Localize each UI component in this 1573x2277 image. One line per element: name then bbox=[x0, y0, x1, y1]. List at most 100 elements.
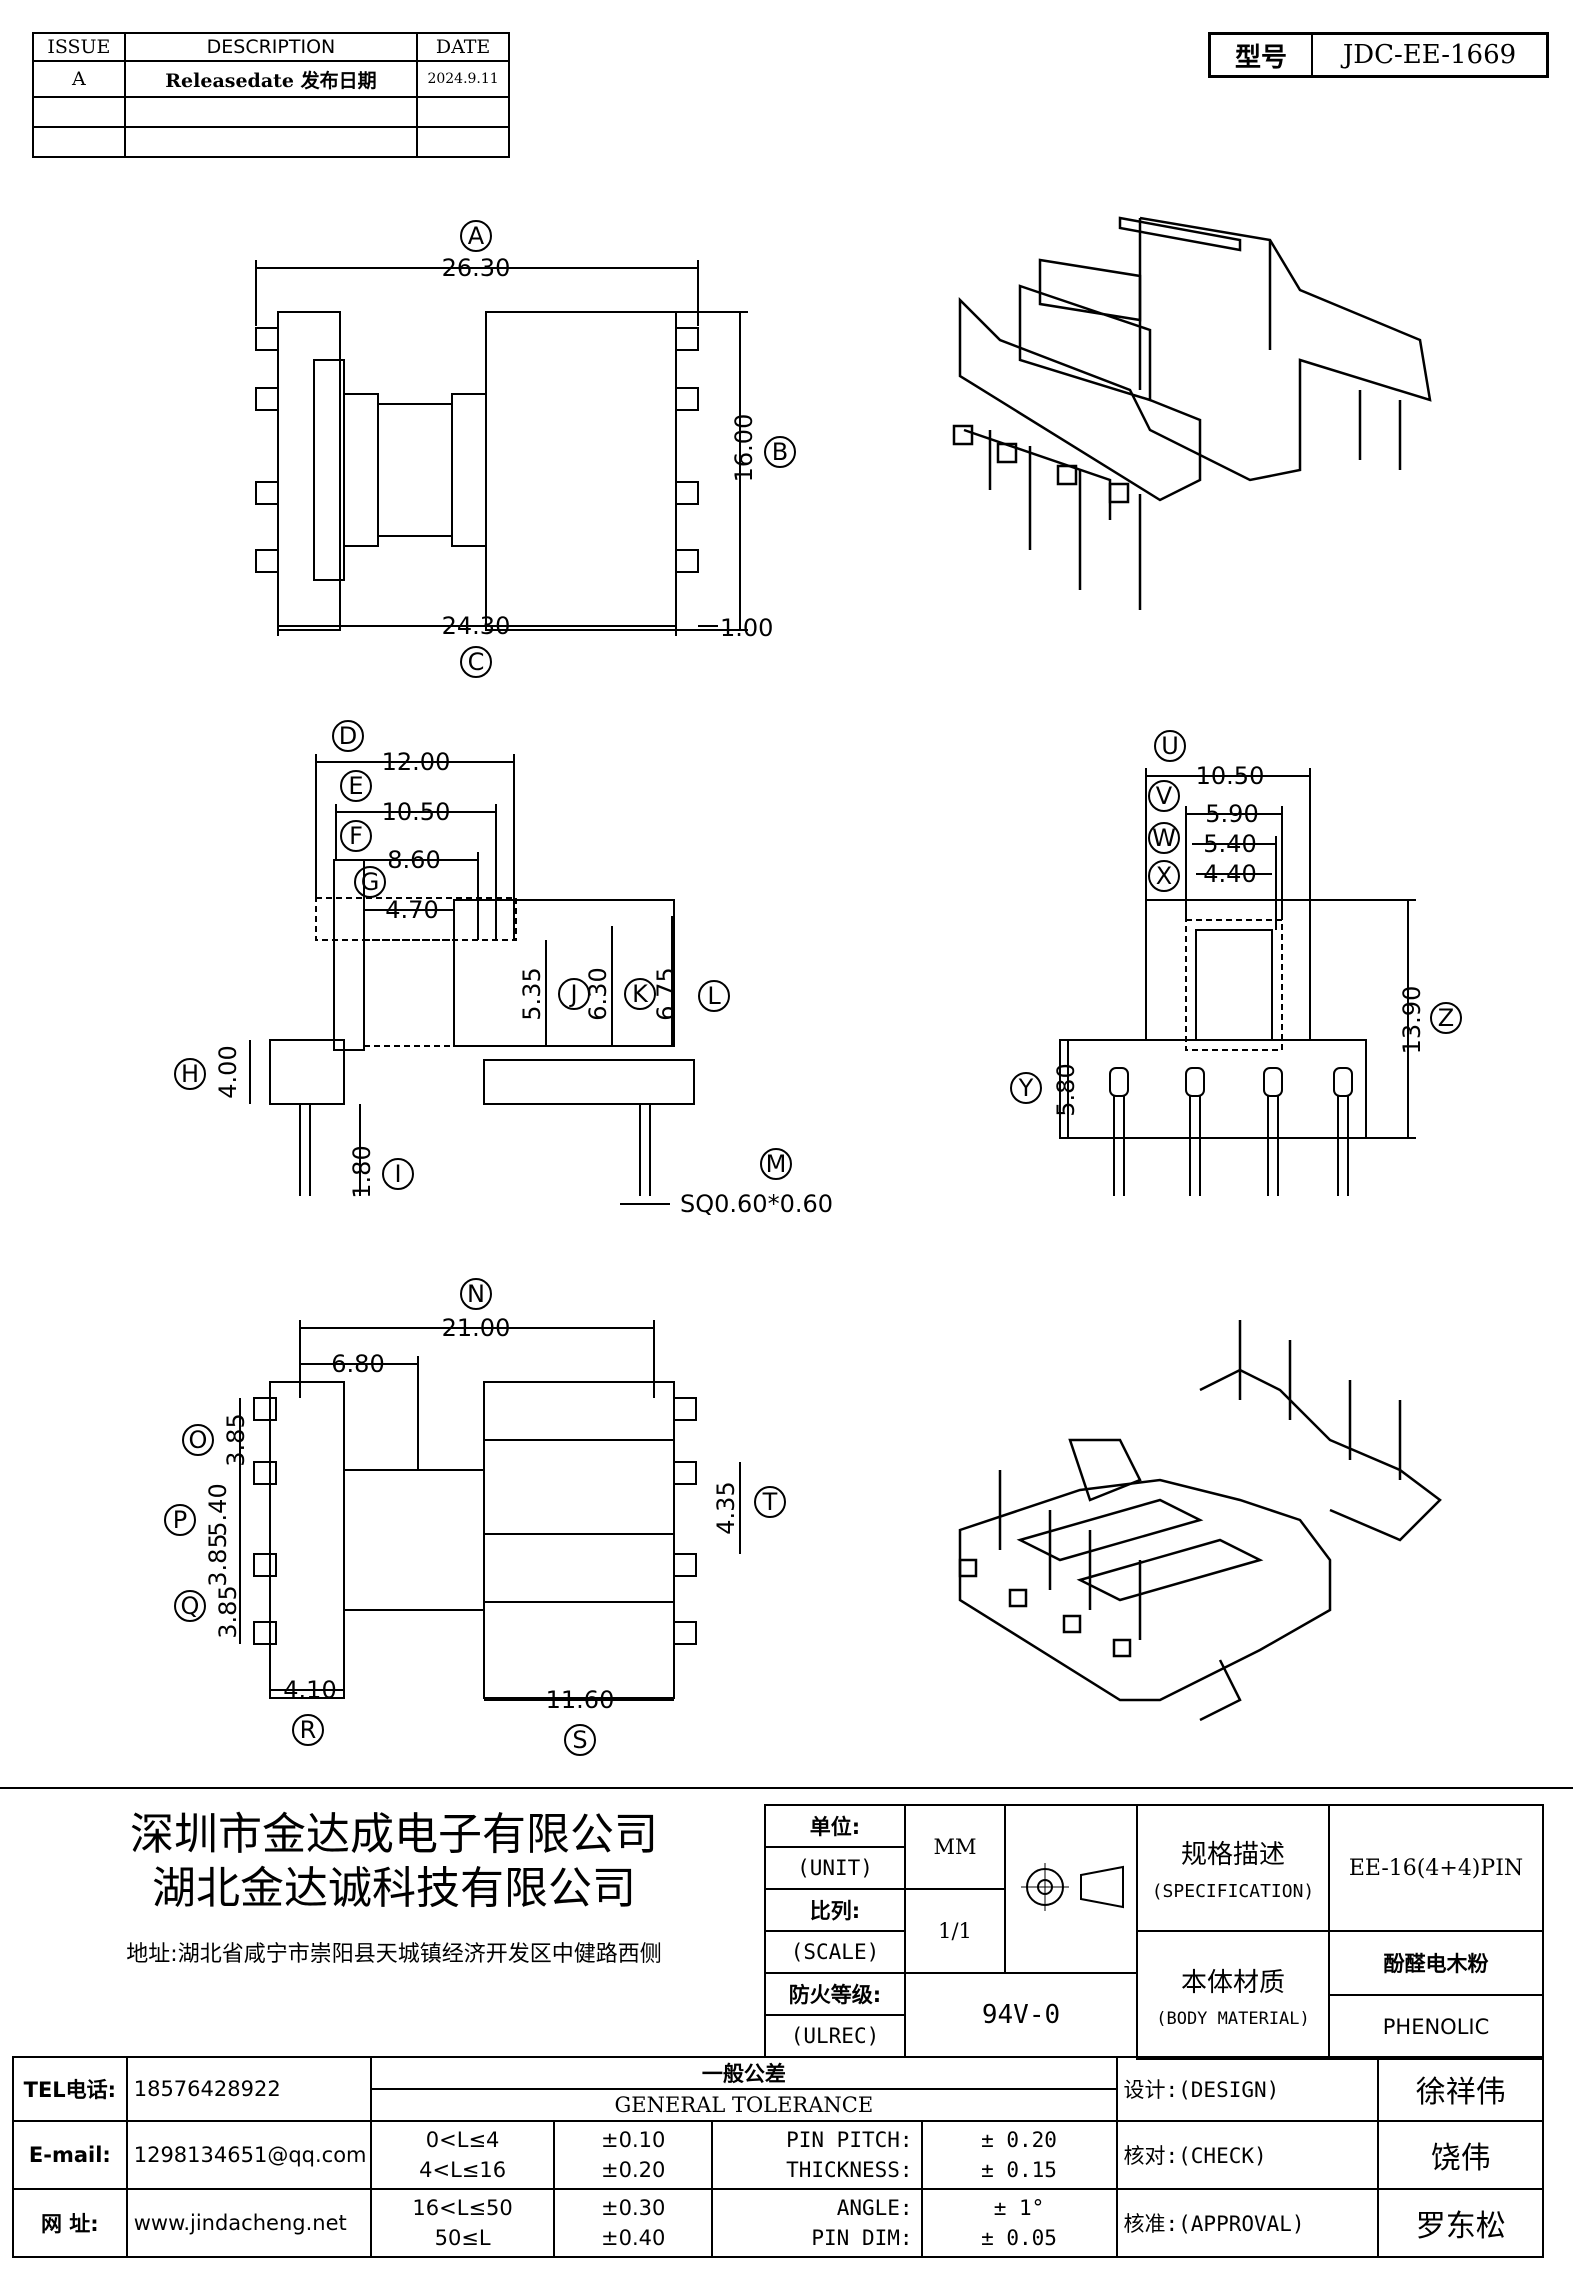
top-view bbox=[255, 260, 748, 636]
tolerance-cn: 一般公差 bbox=[372, 2058, 1116, 2090]
tol-item-3: ANGLE: bbox=[836, 2196, 913, 2220]
label-X: X bbox=[1156, 862, 1172, 890]
isometric-view-bottom bbox=[958, 1320, 1442, 1722]
label-D: D bbox=[339, 722, 357, 750]
spec-value: EE-16(4+4)PIN bbox=[1328, 1804, 1544, 1932]
label-S: S bbox=[572, 1726, 587, 1754]
rev-description: Releasedate 发布日期 bbox=[123, 60, 419, 98]
label-L: L bbox=[707, 982, 721, 1010]
fire-cn: 防火等级: bbox=[764, 1972, 906, 2016]
rev-date bbox=[416, 126, 510, 158]
fire-value: 94V-0 bbox=[904, 1972, 1138, 2058]
model-number: JDC-EE-1669 bbox=[1342, 40, 1517, 70]
spec-en: (SPECIFICATION) bbox=[1151, 1881, 1315, 1902]
front-pin-slots bbox=[1109, 1067, 1353, 1097]
label-K: K bbox=[632, 980, 649, 1008]
top-core-tube bbox=[377, 403, 453, 537]
dim-pin-1: 1.00 bbox=[720, 614, 773, 642]
material-value-cn: 酚醛电木粉 bbox=[1330, 1932, 1542, 1996]
first-angle-projection-icon bbox=[1021, 1862, 1124, 1911]
material-en: (BODY MATERIAL) bbox=[1156, 2008, 1310, 2029]
tol-item-value-2: ± 0.15 bbox=[981, 2158, 1057, 2182]
isometric-view-top bbox=[952, 216, 1432, 610]
tol-item-2: THICKNESS: bbox=[786, 2158, 913, 2182]
tel-value: 18576428922 bbox=[125, 2056, 373, 2122]
rev-issue: A bbox=[32, 60, 126, 98]
model-label: 型号 bbox=[1211, 35, 1313, 75]
rev-date: 2024.9.11 bbox=[416, 60, 510, 98]
front-view bbox=[1059, 768, 1416, 1196]
dim-N: 21.00 bbox=[442, 1314, 511, 1342]
dim-J: 5.35 bbox=[518, 967, 546, 1020]
bottom-view bbox=[239, 1320, 741, 1701]
rev-description bbox=[123, 126, 419, 158]
email-value: 1298134651@qq.com bbox=[125, 2120, 373, 2190]
dim-Z: 13.90 bbox=[1398, 986, 1426, 1055]
label-Z: Z bbox=[1438, 1004, 1454, 1032]
dim-P2: 3.85 bbox=[204, 1533, 232, 1586]
unit-value: MM bbox=[904, 1804, 1006, 1890]
label-I: I bbox=[394, 1160, 401, 1188]
check-name: 饶伟 bbox=[1377, 2120, 1544, 2190]
design-label: 设计:(DESIGN) bbox=[1115, 2056, 1380, 2122]
tol-value-2: ±0.20 bbox=[601, 2158, 666, 2182]
approval-label: 核准:(APPROVAL) bbox=[1115, 2188, 1380, 2258]
label-E: E bbox=[348, 772, 363, 800]
title-block-bottom: TEL电话: 18576428922 一般公差 GENERAL TOLERANC… bbox=[12, 2056, 1544, 2258]
rev-description bbox=[123, 96, 419, 128]
label-C: C bbox=[468, 648, 485, 676]
rev-header-date: DATE bbox=[416, 32, 510, 62]
rev-header-description: DESCRIPTION bbox=[123, 32, 419, 62]
projection-symbol bbox=[1004, 1804, 1138, 1974]
rev-date bbox=[416, 96, 510, 128]
dim-H: 4.00 bbox=[214, 1045, 242, 1098]
bottom-pins bbox=[253, 1397, 697, 1645]
dim-X: 4.40 bbox=[1203, 860, 1256, 888]
dim-D: 12.00 bbox=[382, 748, 451, 776]
label-J: J bbox=[568, 980, 577, 1008]
tol-range-1: 0<L≤4 bbox=[425, 2128, 500, 2152]
technical-drawing: A 26.30 B 16.00 24.30 C 1.00 D 12.00 E 1… bbox=[0, 216, 1573, 1789]
dim-W: 5.40 bbox=[1203, 830, 1256, 858]
tol-item-value-3: ± 1° bbox=[993, 2196, 1045, 2220]
dim-M: SQ0.60*0.60 bbox=[680, 1190, 833, 1218]
dim-O: 3.85 bbox=[222, 1413, 250, 1466]
label-W: W bbox=[1152, 824, 1176, 852]
label-T: T bbox=[762, 1488, 778, 1516]
material-value-en: PHENOLIC bbox=[1382, 2015, 1490, 2039]
company-name-2: 湖北金达诚科技有限公司 bbox=[152, 1863, 636, 1914]
top-right-flange bbox=[485, 311, 677, 631]
dim-K: 6.30 bbox=[584, 967, 612, 1020]
label-R: R bbox=[300, 1716, 317, 1744]
dim-S: 11.60 bbox=[546, 1686, 615, 1714]
company-block: 深圳市金达成电子有限公司 湖北金达诚科技有限公司 地址:湖北省咸宁市崇阳县天城镇… bbox=[34, 1808, 754, 2026]
tol-value-1: ±0.10 bbox=[601, 2128, 666, 2152]
dim-P: 5.40 bbox=[204, 1483, 232, 1536]
tol-item-value-4: ± 0.05 bbox=[981, 2226, 1057, 2250]
dim-R: 4.10 bbox=[283, 1676, 336, 1704]
dim-A: 26.30 bbox=[442, 254, 511, 282]
approval-name: 罗东松 bbox=[1377, 2188, 1544, 2258]
tolerance-en: GENERAL TOLERANCE bbox=[614, 2093, 874, 2117]
fire-en: (ULREC) bbox=[764, 2014, 906, 2058]
label-G: G bbox=[361, 868, 380, 896]
label-P: P bbox=[173, 1506, 187, 1534]
tolerance-range: 0<L≤4 4<L≤16 bbox=[370, 2120, 555, 2190]
label-F: F bbox=[349, 822, 363, 850]
dim-I: 1.80 bbox=[348, 1145, 376, 1198]
dim-G: 4.70 bbox=[385, 896, 438, 924]
model-box: 型号 JDC-EE-1669 bbox=[1208, 32, 1549, 78]
title-block-spec: 规格描述(SPECIFICATION) EE-16(4+4)PIN 本体材质(B… bbox=[1136, 1804, 1544, 2060]
dim-F: 8.60 bbox=[387, 846, 440, 874]
label-N: N bbox=[467, 1280, 485, 1308]
unit-en: (UNIT) bbox=[764, 1846, 906, 1890]
unit-cn: 单位: bbox=[764, 1804, 906, 1848]
label-O: O bbox=[189, 1426, 208, 1454]
tol-range-4: 50≤L bbox=[434, 2226, 491, 2250]
tol-item-value-1: ± 0.20 bbox=[981, 2128, 1057, 2152]
label-V: V bbox=[1156, 782, 1173, 810]
dim-N2: 6.80 bbox=[331, 1350, 384, 1378]
label-B: B bbox=[772, 438, 788, 466]
tol-value-3: ±0.30 bbox=[601, 2196, 666, 2220]
label-Y: Y bbox=[1018, 1074, 1034, 1102]
